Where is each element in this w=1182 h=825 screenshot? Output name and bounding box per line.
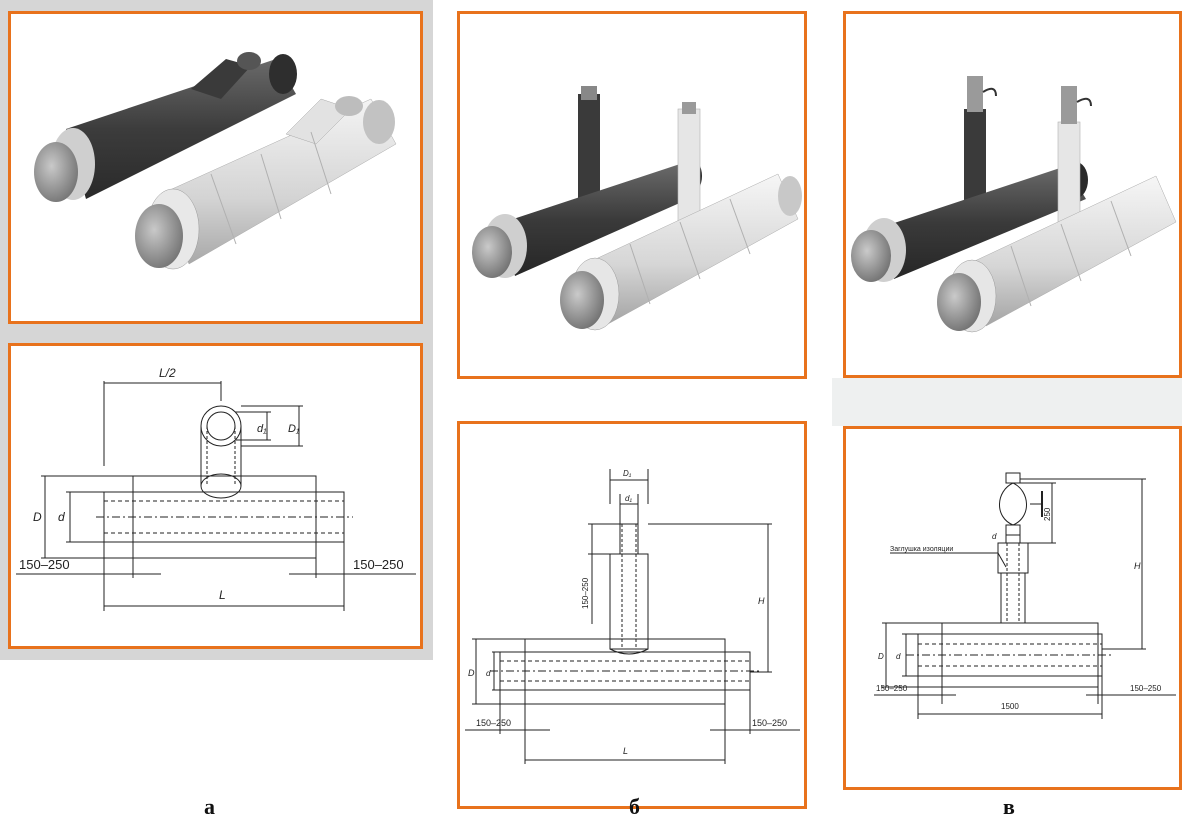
panel-c-3d-view <box>843 11 1182 378</box>
panel-a-3d-illustration <box>34 52 397 270</box>
panel-c-schematic: 250 d Заглушка изоляции H D d <box>874 472 1176 719</box>
pipe-outer-label: D <box>878 652 884 661</box>
panel-c-3d-illustration <box>851 76 1177 333</box>
branch-inner-label: d₁ <box>257 423 267 435</box>
end-left-label: 150–250 <box>876 684 908 693</box>
dark-pipe-with-branch <box>34 52 297 202</box>
panel-b-drawing: D₁ d₁ 150–250 H D d <box>457 421 807 809</box>
pipe-outer-label: D <box>468 668 475 678</box>
caption-c: в <box>1003 794 1015 819</box>
length-label: L <box>219 588 226 602</box>
end-right-label: 150–250 <box>1130 684 1162 693</box>
light-pipe-with-branch <box>560 102 802 331</box>
end-left-label: 150–250 <box>19 557 70 572</box>
panel-b-3d-illustration <box>472 86 802 331</box>
pipe-inner-label: d <box>486 669 491 678</box>
height-label: H <box>758 596 765 606</box>
half-length-label: L/2 <box>159 366 176 380</box>
end-right-label: 150–250 <box>353 557 404 572</box>
branch-outer-label: D₁ <box>623 469 632 478</box>
end-left-label: 150–250 <box>476 718 511 728</box>
caption-b: б <box>629 794 640 819</box>
panel-a-3d-view <box>8 11 423 324</box>
length-label: L <box>623 746 628 756</box>
panel-a-drawing: L/2 d₁ D₁ D d 150–250 <box>8 343 423 649</box>
branch-inner-label: d₁ <box>625 494 632 503</box>
panel-a-schematic: L/2 d₁ D₁ D d 150–250 <box>16 366 416 611</box>
length-label: 1500 <box>1001 702 1019 711</box>
branch-inner-label: d <box>992 532 997 541</box>
light-pipe-with-valve <box>937 86 1177 333</box>
pipe-inner-label: d <box>896 652 901 661</box>
panel-c-drawing: 250 d Заглушка изоляции H D d <box>843 426 1182 790</box>
panel-b-3d-view <box>457 11 807 379</box>
light-pipe-with-branch <box>135 96 397 270</box>
pipe-inner-label: d <box>58 510 65 524</box>
branch-outer-label: D₁ <box>288 423 300 435</box>
panel-c-background <box>832 378 1182 426</box>
end-right-label: 150–250 <box>752 718 787 728</box>
caption-a: а <box>204 794 215 819</box>
valve-dim-label: 250 <box>1043 507 1052 521</box>
branch-end-label: 150–250 <box>581 577 590 609</box>
panel-b-schematic: D₁ d₁ 150–250 H D d <box>465 469 800 764</box>
pipe-outer-label: D <box>33 510 42 524</box>
dark-pipe-with-branch <box>472 86 702 278</box>
insulation-plug-label: Заглушка изоляции <box>890 546 953 553</box>
height-label: H <box>1134 561 1141 571</box>
